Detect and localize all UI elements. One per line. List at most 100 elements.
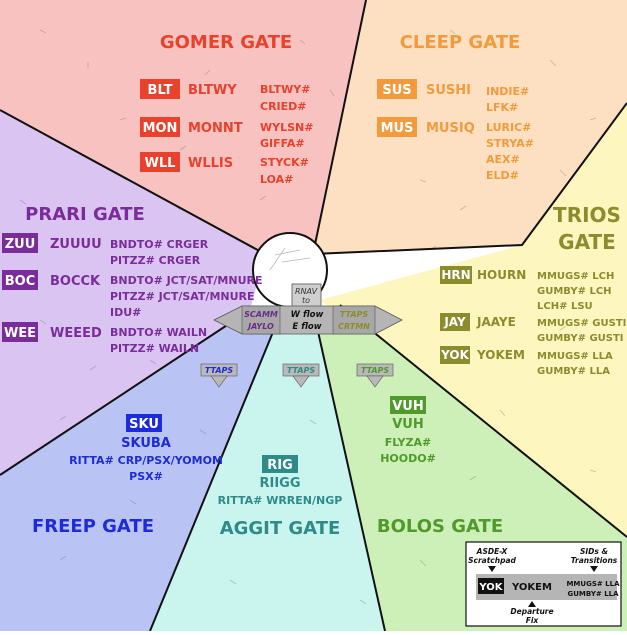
freep-entry: SKU SKUBA RITTA# CRP/PSX/YOMOM PSX# xyxy=(69,414,223,483)
trios-sector xyxy=(320,103,627,537)
gomer-sid-3b: LOA# xyxy=(260,173,293,186)
gomer-sid-2a: WYLSN# xyxy=(260,121,313,134)
gomer-code-1: BLT xyxy=(148,83,173,98)
legend-code: YOK xyxy=(478,582,503,593)
trios-code-3: YOK xyxy=(440,348,469,362)
trios-code-2: JAY xyxy=(443,315,466,329)
runway-marks xyxy=(269,247,311,271)
cleep-fix-1: SUSHI xyxy=(426,83,471,98)
ttaps-marker-3: TTAPS xyxy=(356,363,394,388)
gomer-row-1: BLT BLTWY BLTWY# CRIED# xyxy=(140,79,310,113)
legend-arrow-down-2 xyxy=(590,566,598,572)
e-flow-label: E flow xyxy=(292,322,321,332)
bolos-gate-title: BOLOS GATE xyxy=(377,516,503,537)
prari-sid-3a: BNDTO# WAILN xyxy=(110,326,207,339)
gomer-fix-1: BLTWY xyxy=(188,83,237,98)
ttaps-label-1: TTAPS xyxy=(205,366,234,375)
rnav-box xyxy=(291,283,322,309)
trios-sid-2b: GUMBY# GUSTI xyxy=(537,333,624,344)
aggit-sid-1: RITTA# WRREN/NGP xyxy=(218,494,343,507)
trios-gate-title-1: TRIOS xyxy=(553,203,621,227)
freep-fix: SKUBA xyxy=(121,436,171,451)
gomer-fix-2: MONNT xyxy=(188,121,243,136)
trios-fix-2: JAAYE xyxy=(476,315,516,329)
trios-row-3: YOK YOKEM MMUGS# LLA GUMBY# LLA xyxy=(440,346,613,377)
cleep-sid-2c: AEX# xyxy=(486,153,520,166)
cleep-code-1: SUS xyxy=(382,83,411,98)
trios-row-1: HRN HOURN MMUGS# LCH GUMBY# LCH LCH# LSU xyxy=(440,266,614,312)
w-flow-box xyxy=(241,305,281,335)
bolos-sid-1: FLYZA# xyxy=(385,436,431,449)
gomer-sector xyxy=(0,0,366,254)
legend-fix: YOKEM xyxy=(511,582,552,593)
gomer-sid-3a: STYCK# xyxy=(260,156,309,169)
prari-sid-2c: IDU# xyxy=(110,306,141,319)
prari-code-2: BOC xyxy=(5,274,36,289)
prari-fix-2: BOCCK xyxy=(50,274,101,289)
aggit-code: RIG xyxy=(267,458,293,473)
freep-sector xyxy=(0,310,280,631)
prari-fix-1: ZUUUU xyxy=(50,237,102,252)
gomer-row-3: WLL WLLIS STYCK# LOA# xyxy=(140,152,309,186)
cleep-sid-1a: INDIE# xyxy=(486,85,529,98)
prari-code-1: ZUU xyxy=(5,237,36,252)
prari-row-1: ZUU ZUUUU BNDTO# CRGER PITZZ# CRGER xyxy=(2,233,209,267)
cleep-sid-2a: LURIC# xyxy=(486,121,531,134)
cleep-sid-2b: STRYA# xyxy=(486,137,534,150)
prari-row-2: BOC BOCCK BNDTO# JCT/SAT/MNURE PITZZ# JC… xyxy=(2,270,262,319)
prari-code-3: WEE xyxy=(4,326,36,341)
legend-arrow-up xyxy=(528,601,536,607)
rnav-to-label: to xyxy=(302,296,310,305)
cleep-gate-title: CLEEP GATE xyxy=(400,32,521,53)
flow-right-1: TTAPS xyxy=(340,310,369,319)
prari-sid-1a: BNDTO# CRGER xyxy=(110,238,209,251)
gomer-row-2: MON MONNT WYLSN# GIFFA# xyxy=(140,117,313,150)
gomer-code-3: WLL xyxy=(145,156,176,171)
trios-sid-1a: MMUGS# LCH xyxy=(537,271,614,282)
bolos-sid-2: HOODO# xyxy=(380,452,436,465)
aggit-fix: RIIGG xyxy=(259,476,300,491)
gomer-sid-1b: CRIED# xyxy=(260,100,307,113)
legend-departure-2: Fix xyxy=(526,616,540,625)
bolos-entry: VUH VUH FLYZA# HOODO# xyxy=(380,396,436,465)
rnav-label: RNAV xyxy=(295,287,318,296)
ttaps-marker-2: TTAPS xyxy=(282,363,320,388)
cleep-sid-2d: ELD# xyxy=(486,169,519,182)
cleep-row-2: MUS MUSIQ LURIC# STRYA# AEX# ELD# xyxy=(377,117,534,182)
ttaps-marker-1: TTAPS xyxy=(200,363,238,388)
trios-sid-1c: LCH# LSU xyxy=(537,301,593,312)
freep-sid-2: PSX# xyxy=(129,470,163,483)
aggit-entry: RIG RIIGG RITTA# WRREN/NGP xyxy=(218,455,343,507)
cleep-sector xyxy=(313,0,627,254)
freep-code: SKU xyxy=(129,417,159,432)
legend-sid-1: MMUGS# LLA xyxy=(566,580,620,588)
trios-sid-2a: MMUGS# GUSTI xyxy=(537,318,626,329)
e-flow-box xyxy=(332,305,376,335)
trios-fix-1: HOURN xyxy=(477,268,526,282)
freep-sid-1: RITTA# CRP/PSX/YOMOM xyxy=(69,454,223,467)
flow-left-1: SCAMM xyxy=(244,310,278,319)
flow-right-2: CRTMN xyxy=(338,322,370,331)
aggit-gate-title: AGGIT GATE xyxy=(220,518,341,539)
gomer-fix-3: WLLIS xyxy=(188,156,233,171)
gomer-gate-title: GOMER GATE xyxy=(160,32,292,53)
trios-gate-title-2: GATE xyxy=(558,230,616,254)
legend-sid-2: GUMBY# LLA xyxy=(567,590,619,598)
bolos-fix: VUH xyxy=(392,417,424,432)
prari-sid-2b: PITZZ# JCT/SAT/MNURE xyxy=(110,290,255,303)
prari-fix-3: WEEED xyxy=(50,326,102,341)
cleep-fix-2: MUSIQ xyxy=(426,121,475,136)
trios-sid-3a: MMUGS# LLA xyxy=(537,351,613,362)
trios-code-1: HRN xyxy=(441,268,470,282)
prari-sid-1b: PITZZ# CRGER xyxy=(110,254,201,267)
legend-arrow-down-1 xyxy=(488,566,496,572)
prari-sid-2a: BNDTO# JCT/SAT/MNURE xyxy=(110,274,262,287)
flow-left-2: JAYLO xyxy=(246,322,274,331)
prari-sid-3b: PITZZ# WAILN xyxy=(110,342,199,355)
gomer-code-2: MON xyxy=(143,121,178,136)
trios-row-2: JAY JAAYE MMUGS# GUSTI GUMBY# GUSTI xyxy=(440,313,626,344)
legend-box: ASDE-X Scratchpad SIDs & Transitions YOK… xyxy=(465,541,622,627)
